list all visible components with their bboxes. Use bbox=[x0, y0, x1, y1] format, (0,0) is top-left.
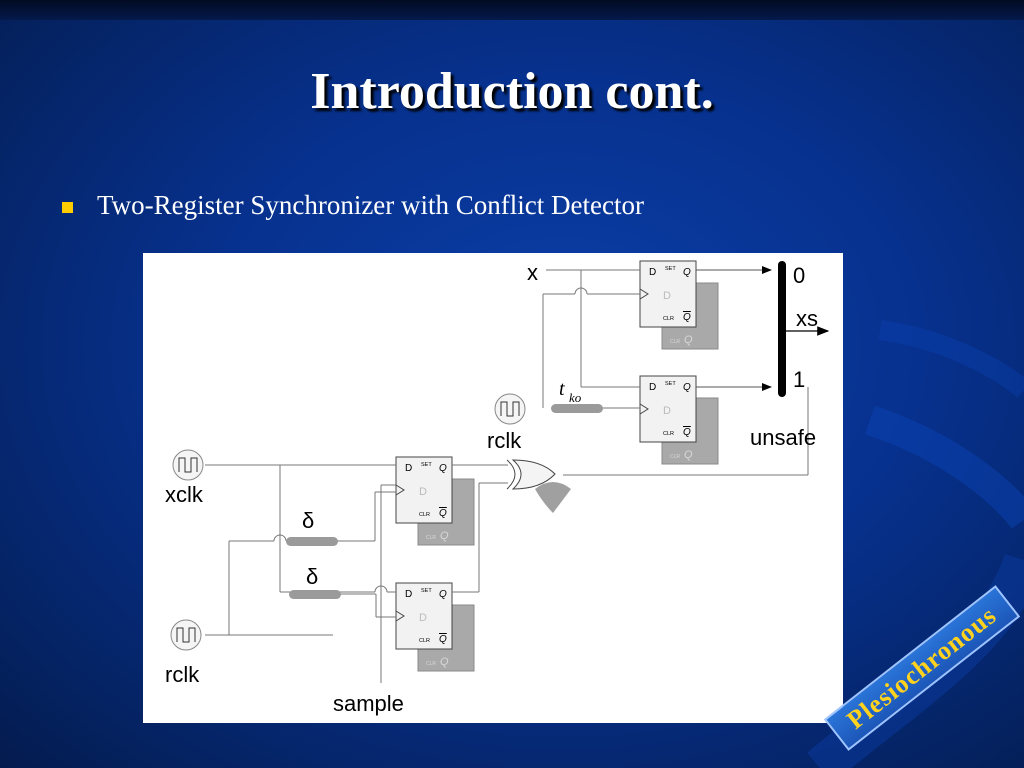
ff-d-label: D bbox=[649, 382, 656, 393]
ff-clr-label: CLR bbox=[419, 512, 430, 518]
circuit-schematic: SET Q CLR Q D D SET Q CLR Q D SET Q CLR … bbox=[165, 260, 830, 716]
ff-q-label: Q bbox=[683, 382, 691, 393]
label-tko: t bbox=[559, 378, 565, 400]
label-tko-sub: ko bbox=[569, 390, 582, 405]
label-sample: sample bbox=[333, 691, 404, 716]
ff-set-label: SET bbox=[421, 588, 432, 594]
synchronizer-diagram: SET Q CLR Q D D SET Q CLR Q D SET Q CLR … bbox=[143, 253, 843, 723]
ff-qbar-label: Q bbox=[683, 312, 691, 323]
label-rclk-top: rclk bbox=[487, 428, 522, 453]
delay-delta-2 bbox=[289, 590, 341, 599]
top-bar bbox=[0, 0, 1024, 20]
flip-flop-top: D SET Q CLR Q bbox=[639, 260, 719, 350]
clock-source-icon bbox=[494, 393, 526, 425]
ff-clr-label: CLR bbox=[663, 316, 674, 322]
flip-flop-left-upper: D SET Q CLR Q bbox=[395, 456, 475, 546]
label-xclk: xclk bbox=[165, 482, 204, 507]
label-rclk-bottom: rclk bbox=[165, 662, 200, 687]
ff-set-label: SET bbox=[665, 266, 676, 272]
slide-title: Introduction cont. bbox=[310, 63, 714, 120]
label-xs: xs bbox=[796, 306, 818, 331]
flip-flop-mid: D SET Q CLR Q bbox=[639, 375, 719, 465]
label-unsafe: unsafe bbox=[750, 425, 816, 450]
label-mux-0: 0 bbox=[793, 263, 805, 288]
clock-source-icon bbox=[172, 449, 204, 481]
ff-d-label: D bbox=[405, 463, 412, 474]
clock-source-icon bbox=[170, 619, 202, 651]
xor-gate bbox=[506, 459, 571, 513]
ff-d-label: D bbox=[405, 589, 412, 600]
bullet-text: Two-Register Synchronizer with Conflict … bbox=[97, 190, 644, 220]
ff-q-label: Q bbox=[439, 463, 447, 474]
ff-d-label: D bbox=[649, 267, 656, 278]
label-delta-2: δ bbox=[306, 564, 318, 589]
label-x: x bbox=[527, 260, 538, 285]
ff-qbar-label: Q bbox=[683, 427, 691, 438]
delay-delta-1 bbox=[286, 537, 338, 546]
mux-bar bbox=[778, 261, 786, 397]
ff-clr-label: CLR bbox=[419, 638, 430, 644]
bullet-item: Two-Register Synchronizer with Conflict … bbox=[62, 190, 644, 221]
ff-clr-label: CLR bbox=[663, 431, 674, 437]
label-mux-1: 1 bbox=[793, 367, 805, 392]
flip-flop-left-lower: D SET Q CLR Q bbox=[395, 582, 475, 672]
delay-tko bbox=[551, 404, 603, 413]
ff-set-label: SET bbox=[421, 462, 432, 468]
label-delta-1: δ bbox=[302, 508, 314, 533]
wiring bbox=[205, 266, 809, 683]
ff-q-label: Q bbox=[683, 267, 691, 278]
ff-q-label: Q bbox=[439, 589, 447, 600]
ff-set-label: SET bbox=[665, 381, 676, 387]
ff-qbar-label: Q bbox=[439, 634, 447, 645]
ff-qbar-label: Q bbox=[439, 508, 447, 519]
bullet-square-icon bbox=[62, 202, 73, 213]
